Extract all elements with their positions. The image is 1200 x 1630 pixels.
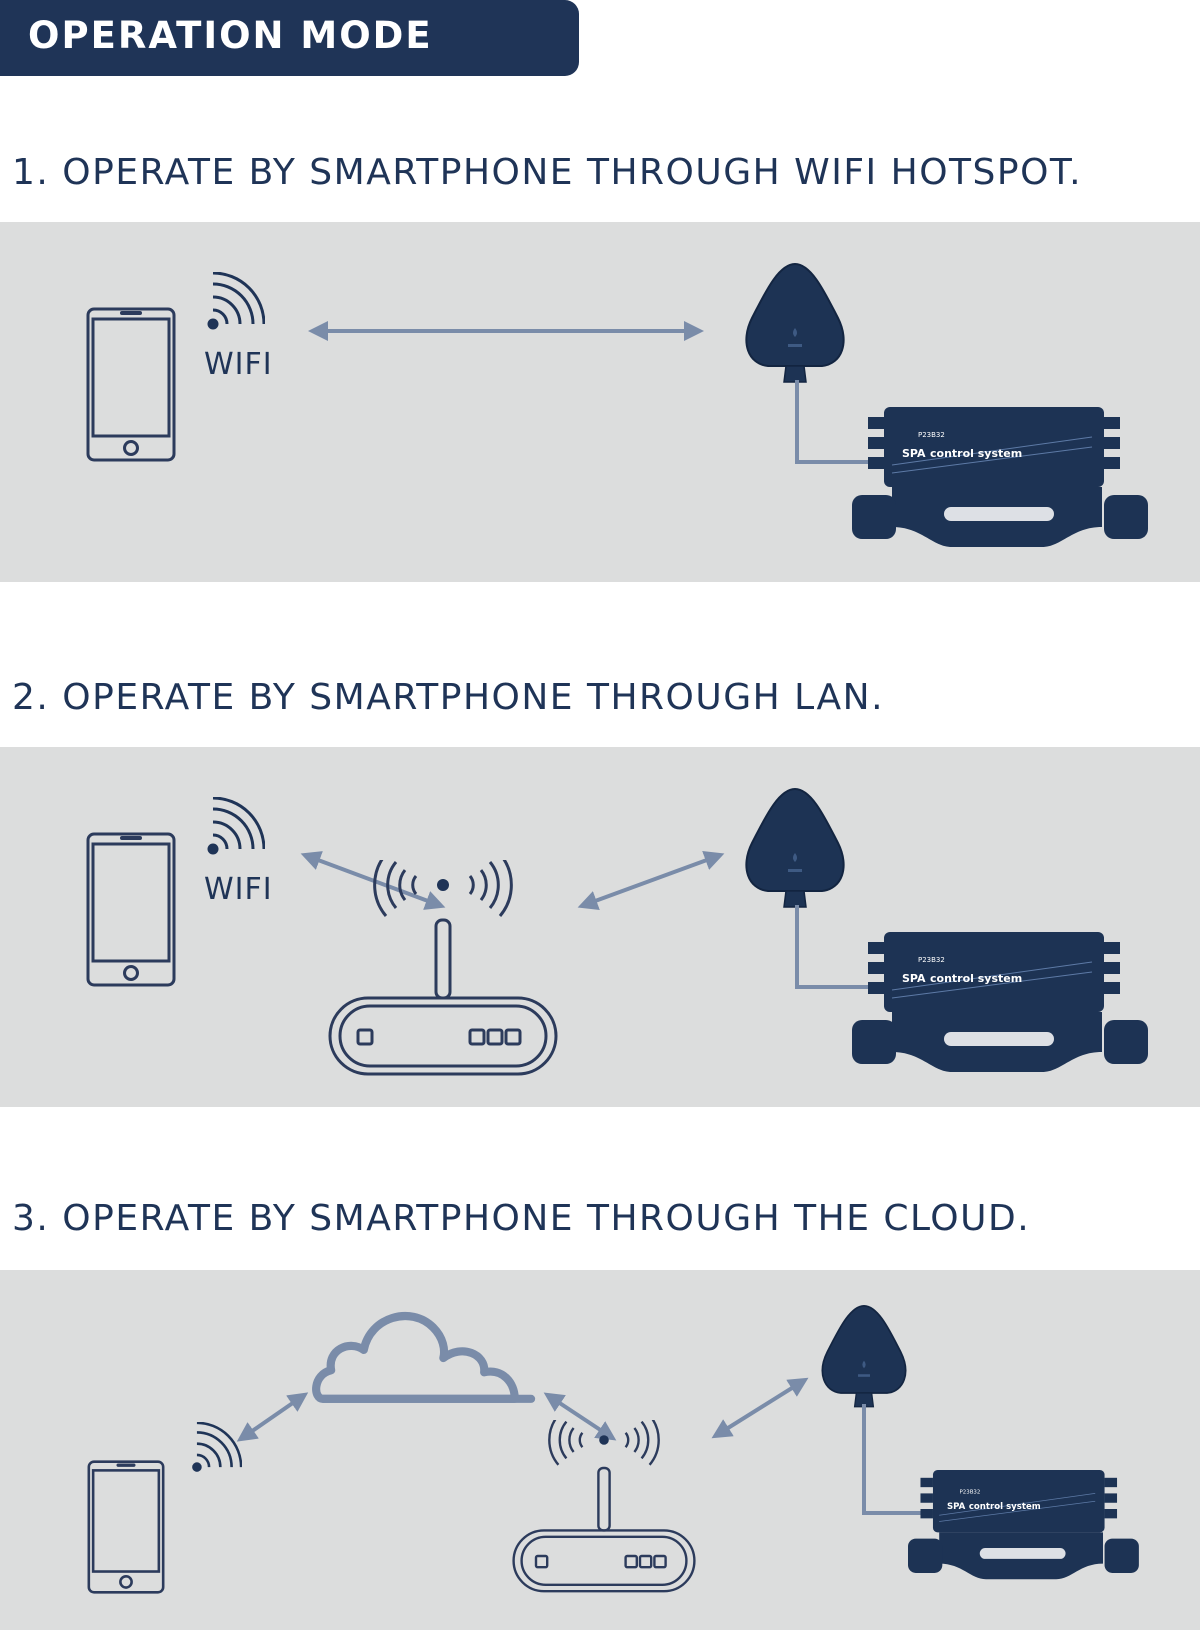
router-module-arrow xyxy=(577,851,725,910)
wifi-module-icon xyxy=(821,1305,907,1408)
cable-line xyxy=(795,905,886,989)
section-3-title: 3. OPERATE BY SMARTPHONE THROUGH THE CLO… xyxy=(12,1198,1031,1239)
smartphone-icon xyxy=(87,1460,165,1594)
wifi-label: WIFI xyxy=(204,347,273,382)
device-label: control system xyxy=(930,447,1022,460)
section-2-title: 2. OPERATE BY SMARTPHONE THROUGH LAN. xyxy=(12,677,885,718)
cloud-icon xyxy=(316,1316,531,1399)
router-icon xyxy=(512,1420,696,1593)
section-1-panel: WIFI P23B32 SPA control system xyxy=(0,222,1200,582)
wifi-module-icon xyxy=(745,788,845,908)
device-brand: SPA xyxy=(902,447,926,460)
section-1-title: 1. OPERATE BY SMARTPHONE THROUGH WIFI HO… xyxy=(12,152,1083,193)
wifi-signal-icon xyxy=(206,797,265,856)
wifi-signal-icon xyxy=(206,272,265,331)
cloud-router-arrow xyxy=(543,1392,617,1441)
cable-line xyxy=(795,380,886,464)
section-2-panel: WIFI P23B32 SPA control system xyxy=(0,747,1200,1107)
smartphone-icon xyxy=(86,307,176,462)
router-icon xyxy=(328,860,558,1076)
header-badge: OPERATION MODE xyxy=(0,0,579,76)
device-model: P23B32 xyxy=(959,1489,980,1495)
smartphone-icon xyxy=(86,832,176,987)
section-3-diagram: P23B32 SPA control system xyxy=(87,1305,1139,1594)
spa-controller: P23B32 SPA control system xyxy=(852,407,1148,547)
header-title: OPERATION MODE xyxy=(28,14,433,57)
phone-router-arrow xyxy=(300,851,446,910)
wifi-module-icon xyxy=(745,263,845,383)
device-label: control system xyxy=(930,972,1022,985)
device-brand: SPA xyxy=(902,972,926,985)
device-brand: SPA xyxy=(947,1502,966,1512)
spa-controller: P23B32 SPA control system xyxy=(852,932,1148,1072)
router-module-arrow xyxy=(711,1377,809,1439)
device-model: P23B32 xyxy=(918,956,945,964)
section-3-panel: P23B32 SPA control system xyxy=(0,1270,1200,1630)
section-2-diagram: WIFI P23B32 SPA control system xyxy=(86,788,1148,1076)
section-1-diagram: WIFI P23B32 SPA control system xyxy=(86,263,1148,547)
phone-cloud-arrow xyxy=(236,1392,309,1442)
cable-line xyxy=(862,1404,944,1515)
device-model: P23B32 xyxy=(918,431,945,439)
wifi-signal-icon xyxy=(190,1422,242,1474)
wifi-label: WIFI xyxy=(204,872,273,907)
device-label: control system xyxy=(969,1502,1041,1512)
spa-controller: P23B32 SPA control system xyxy=(908,1470,1139,1580)
